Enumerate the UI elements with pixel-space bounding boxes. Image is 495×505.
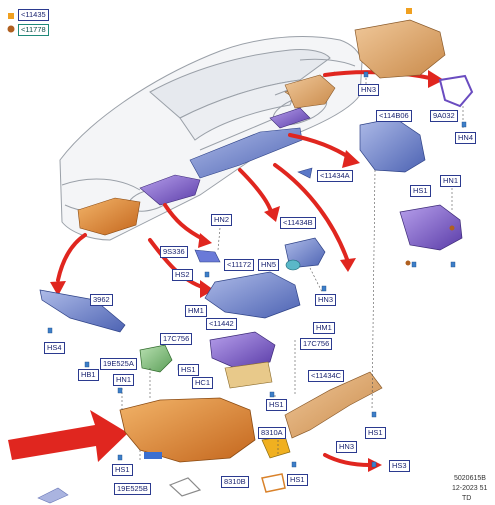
clip-19e525b [168,477,202,497]
part-8310b [261,473,286,493]
label-hs1-bottom-left: HS1 [112,464,133,476]
label-17c756-left: 17C756 [160,333,193,345]
part-8310a [261,435,291,459]
label-hs2: HS2 [172,269,193,281]
label-hs4: HS4 [44,342,65,354]
orange-marker [406,8,412,14]
shield-11434c [284,371,383,439]
label-9s336: 9S336 [160,246,188,258]
part-id-tag [144,452,162,459]
label-19e525a: 19E525A [100,358,137,370]
label-11172: <11172 [224,259,255,271]
big-red-arrow [8,410,128,462]
center-blue-shield [204,271,301,319]
leader-lines [121,78,464,460]
part-9s336 [194,249,221,263]
label-hs1-right: HS1 [410,185,431,197]
label-11442: <11442 [206,318,237,330]
center-tan-shield [284,74,336,109]
red-arrows [8,410,128,462]
main-underbody-shield [119,397,256,463]
shield-11442 [209,331,276,369]
corner-pointer [37,487,69,504]
legend-square-11435 [8,13,14,19]
drawing-code: TD [462,495,472,502]
label-11434a: <11434A [317,170,353,182]
label-hs3: HS3 [389,460,410,472]
fasteners [47,71,467,468]
drawing-ref: 5020615B [454,475,486,482]
label-hn2: HN2 [211,214,233,226]
clip-11434a [297,167,313,179]
label-hs1-center: HS1 [266,399,287,411]
legend-label-11435: <11435 [18,9,49,21]
label-9a032: 9A032 [430,110,458,122]
label-hs1-purple: HS1 [178,364,199,376]
label-hs1-lower-right: HS1 [365,427,386,439]
label-11434c: <11434C [308,370,345,382]
label-hm1-left: HM1 [185,305,207,317]
label-17c756-right: 17C756 [300,338,333,350]
label-8310b: 8310B [221,476,249,488]
label-3962: 3962 [90,294,113,306]
label-114b06: <114B06 [376,110,412,122]
label-hn1-left: HN1 [113,374,135,386]
label-hn1-right: HN1 [440,175,462,187]
label-11434b: <11434B [280,217,316,229]
label-hm1-right: HM1 [313,322,335,334]
upper-heat-shield [354,19,446,79]
drawing-date: 12-2023 51 [452,485,488,492]
legend-label-11778: <11778 [18,24,49,36]
bracket-9a032 [438,74,474,108]
label-hn4: HN4 [455,132,477,144]
right-purple-shield [399,204,463,251]
label-hn3-top: HN3 [358,84,380,96]
brown-dots [405,225,455,266]
legend-dot-11778 [7,25,15,33]
green-part-17c756 [139,344,173,373]
label-hn3-bottom: HN3 [336,441,358,453]
label-hs1-bottom: HS1 [287,474,308,486]
label-8310a: 8310A [258,427,286,439]
label-hn3-middle: HN3 [315,294,337,306]
label-hc1: HC1 [192,377,214,389]
part-hn5 [285,259,301,271]
red-curve-arrows [56,70,432,467]
shield-114b06 [359,117,426,173]
label-hb1: HB1 [78,369,99,381]
label-hn5: HN5 [258,259,280,271]
insulation-pad [224,361,273,389]
label-19e525b: 19E525B [114,483,151,495]
